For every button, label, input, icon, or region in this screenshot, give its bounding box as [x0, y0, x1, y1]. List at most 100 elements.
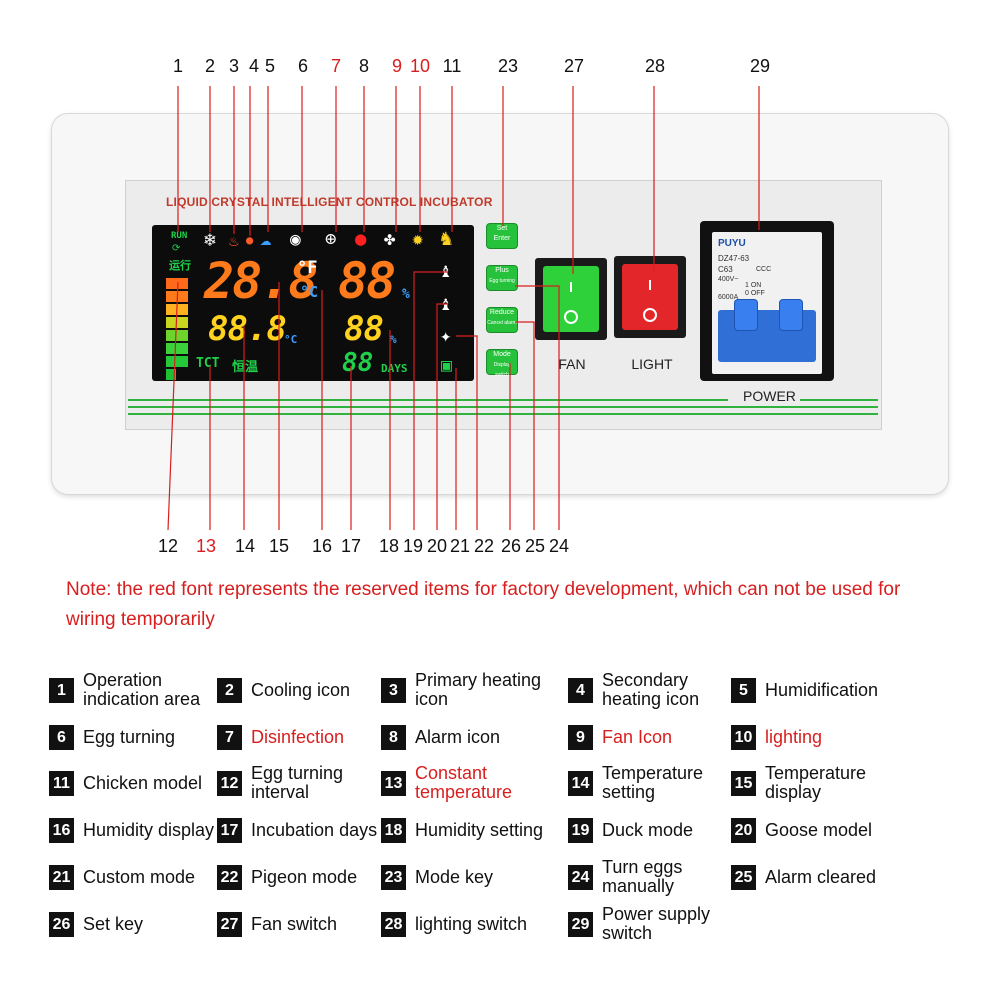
plus-egg-turning-key[interactable]: Plus Egg turning [487, 266, 517, 290]
legend-label-6: Egg turning [83, 727, 176, 747]
breaker-handle-left[interactable] [735, 300, 757, 330]
alarm-icon: ● [355, 228, 367, 250]
fan-label: FAN [558, 356, 586, 372]
set-enter-key[interactable]: Set Enter [487, 224, 517, 248]
disinfection-icon: ⊕ [325, 228, 337, 250]
legend-label-27: Fan switch [251, 914, 338, 934]
callout-top-27: 27 [563, 56, 585, 76]
power-label: POWER [740, 388, 799, 404]
callout-top-10: 10 [409, 56, 431, 76]
callout-top-7: 7 [330, 56, 342, 76]
callout-bottom-19: 19 [402, 536, 424, 556]
legend-number-11: 11 [49, 771, 74, 796]
run-indicator-icon: ⟳ [172, 243, 181, 254]
legend-number-24: 24 [568, 865, 593, 890]
callout-bottom-25: 25 [524, 536, 546, 556]
legend-label-1: Operation indication area [83, 670, 201, 709]
legend-number-13: 13 [381, 771, 406, 796]
legend-label-25: Alarm cleared [765, 867, 877, 887]
light-switch[interactable] [622, 264, 678, 330]
legend-number-10: 10 [731, 725, 756, 750]
legend-number-21: 21 [49, 865, 74, 890]
legend-label-7: Disinfection [251, 727, 345, 747]
constant-temperature-cn-label: 恒温 [232, 360, 259, 375]
fahrenheit-unit: °F [297, 258, 318, 278]
humidity-display: 88 [338, 252, 396, 310]
breaker-brand: PUYU [718, 238, 746, 249]
legend-number-14: 14 [568, 771, 593, 796]
breaker-cert: CCC [756, 266, 772, 273]
key-sublabel: Cancel alarm [487, 320, 517, 326]
green-stripe [128, 406, 878, 408]
key-sublabel: Enter [493, 235, 511, 242]
callout-bottom-16: 16 [311, 536, 333, 556]
legend-number-16: 16 [49, 818, 74, 843]
callout-top-11: 11 [442, 56, 462, 76]
green-stripe [128, 413, 878, 415]
legend-number-23: 23 [381, 865, 406, 890]
legend-label-10: lighting [765, 727, 823, 747]
egg-turning-icon: ◉ [290, 229, 301, 250]
temperature-display: 28.8 [204, 252, 318, 310]
temperature-setting-unit: °C [284, 333, 298, 346]
callout-bottom-18: 18 [378, 536, 400, 556]
callout-bottom-17: 17 [340, 536, 362, 556]
legend-number-22: 22 [217, 865, 242, 890]
green-stripe [128, 399, 728, 401]
reduce-cancel-alarm-key[interactable]: Reduce Cancel alarm [487, 308, 517, 332]
callout-bottom-26: 26 [500, 536, 522, 556]
light-switch-housing [614, 256, 686, 338]
legend-label-22: Pigeon mode [251, 867, 358, 887]
callout-bottom-24: 24 [548, 536, 570, 556]
legend-label-14: Temperature setting [602, 763, 704, 802]
level-bar [166, 304, 188, 315]
legend-number-19: 19 [568, 818, 593, 843]
tct-label: TCT [196, 356, 220, 371]
legend-label-20: Goose model [765, 820, 873, 840]
legend-number-9: 9 [568, 725, 593, 750]
legend-number-6: 6 [49, 725, 74, 750]
chicken-icon: ♞ [440, 226, 453, 250]
mode-display-switch-key[interactable]: Mode Display switch [487, 350, 517, 378]
run-label: RUN [171, 231, 188, 241]
callout-top-6: 6 [297, 56, 309, 76]
legend-number-8: 8 [381, 725, 406, 750]
level-bar [166, 278, 188, 289]
legend-number-5: 5 [731, 678, 756, 703]
callout-top-29: 29 [749, 56, 771, 76]
breaker-voltage: 400V~ [718, 276, 739, 283]
switch-on-mark [570, 282, 572, 292]
legend-number-28: 28 [381, 912, 406, 937]
breaker-rating: C63 [718, 265, 733, 274]
breaker-on-label: 1 ON [745, 282, 762, 289]
legend-label-13: Constant temperature [415, 763, 513, 802]
fan-switch[interactable] [543, 266, 599, 332]
callout-top-1: 1 [172, 56, 184, 76]
switch-off-mark [564, 310, 578, 324]
switch-off-mark [643, 308, 657, 322]
callout-bottom-22: 22 [473, 536, 495, 556]
callout-bottom-13: 13 [195, 536, 217, 556]
legend-number-12: 12 [217, 771, 242, 796]
humidifier-cloud-icon: ☁ [260, 228, 272, 250]
days-label: DAYS [381, 362, 408, 375]
callout-top-2: 2 [204, 56, 216, 76]
droplet-icon: ● [246, 233, 254, 247]
lighting-icon: ✹ [412, 228, 424, 250]
legend-number-1: 1 [49, 678, 74, 703]
breaker-off-label: 0 OFF [745, 290, 765, 297]
legend-label-2: Cooling icon [251, 680, 351, 700]
snowflake-icon: ❄ [204, 229, 216, 251]
legend-label-11: Chicken model [83, 773, 203, 793]
level-bar [166, 369, 176, 380]
legend-number-4: 4 [568, 678, 593, 703]
legend-number-27: 27 [217, 912, 242, 937]
level-bar [166, 343, 188, 354]
legend-number-17: 17 [217, 818, 242, 843]
legend-label-15: Temperature display [765, 763, 867, 802]
fan-icon: ✤ [384, 228, 396, 250]
breaker-handle-right[interactable] [780, 300, 802, 330]
legend-number-7: 7 [217, 725, 242, 750]
legend-label-26: Set key [83, 914, 144, 934]
